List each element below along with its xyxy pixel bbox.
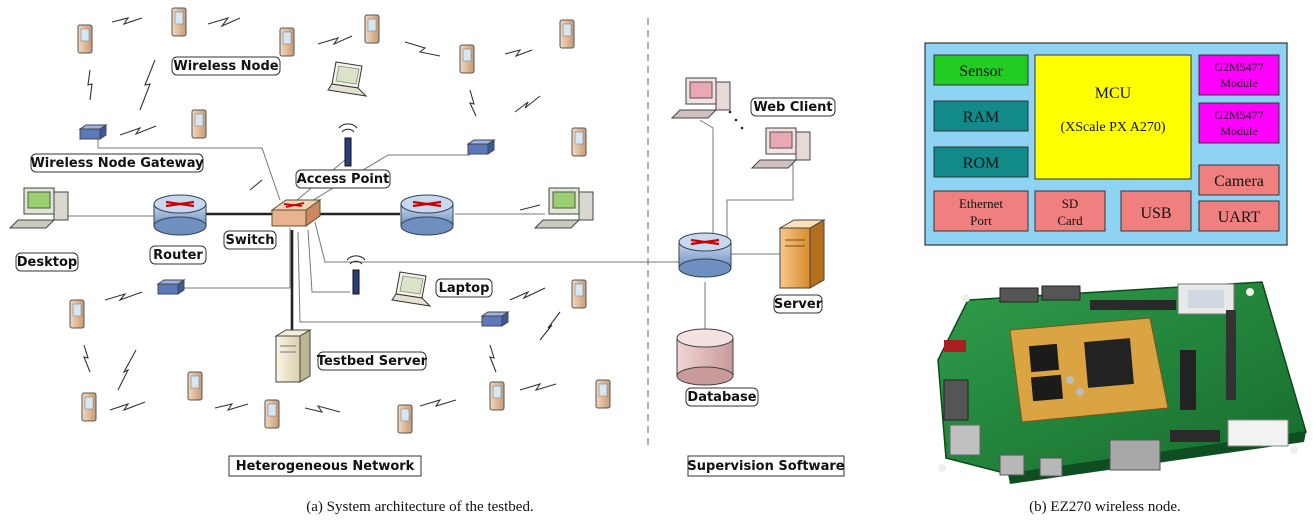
phone-icon	[69, 299, 85, 329]
router-label: Router	[153, 248, 203, 263]
ram-block	[933, 100, 1029, 132]
laptop-icon	[327, 61, 368, 97]
g2m-1-line2: Module	[1220, 76, 1257, 90]
phone-icon	[191, 109, 207, 139]
web-client-label: Web Client	[753, 100, 832, 115]
switch-icon	[270, 199, 322, 227]
phone-icon	[559, 19, 575, 49]
mcu-block	[1034, 54, 1192, 180]
phone-icon	[595, 379, 611, 409]
ethernet-line1: Ethernet	[959, 196, 1003, 211]
wireless-node-label: Wireless Node	[173, 59, 278, 74]
testbed-server-icon	[274, 329, 312, 383]
testbed-server-label: Testbed Server	[317, 354, 428, 369]
phone-icon	[459, 44, 475, 74]
phone-icon	[171, 7, 187, 37]
caption-b: (b) EZ270 wireless node.	[1029, 499, 1181, 515]
laptop-label: Laptop	[439, 281, 490, 296]
ellipsis-dots	[728, 110, 744, 130]
server-icon	[778, 219, 826, 289]
ethernet-block	[933, 190, 1029, 232]
block-diagram: Sensor RAM ROM MCU (XScale PX A270) G2M5…	[924, 42, 1288, 246]
router-icon	[153, 194, 207, 236]
network-labels: Wireless Node Wireless Node Gateway Acce…	[15, 56, 845, 477]
antenna-icon	[346, 255, 366, 295]
desktop-icon	[533, 187, 594, 229]
router-icon	[678, 232, 732, 278]
rom-label: ROM	[963, 155, 999, 172]
gateway-icon	[156, 279, 186, 295]
phone-icon	[397, 404, 413, 434]
phone-icon	[571, 127, 587, 157]
laptop-icon	[391, 271, 432, 307]
mcu-subtitle: (XScale PX A270)	[1061, 120, 1166, 135]
camera-label: Camera	[1214, 173, 1264, 190]
phone-icon	[571, 279, 587, 309]
g2m-1-line1: G2M5477	[1214, 60, 1263, 74]
gateway-icon	[78, 124, 108, 140]
switch-label: Switch	[225, 233, 274, 248]
database-icon	[676, 328, 734, 386]
section-heterogeneous-label: Heterogeneous Network	[236, 459, 415, 474]
phone-icon	[81, 392, 97, 422]
phone-icon	[77, 24, 93, 54]
wired-links	[60, 119, 794, 335]
usb-block	[1120, 190, 1192, 232]
g2m-2-line2: Module	[1220, 124, 1257, 138]
database-label: Database	[687, 390, 756, 405]
phone-icon	[264, 399, 280, 429]
usb-label: USB	[1140, 205, 1171, 222]
sd-line1: SD	[1062, 196, 1079, 211]
server-label: Server	[774, 297, 823, 312]
gateway-icon	[466, 139, 496, 155]
sd-line2: Card	[1057, 213, 1083, 228]
web-client-icon	[750, 127, 811, 169]
ram-label: RAM	[963, 109, 999, 126]
sensor-label: Sensor	[959, 63, 1003, 80]
phone-icon	[489, 381, 505, 411]
phone-icon	[279, 27, 295, 57]
desktop-icon	[8, 187, 69, 229]
g2m-block-1	[1198, 54, 1280, 96]
phone-icon	[364, 14, 380, 44]
wireless-links	[83, 16, 561, 413]
wireless-nodes	[69, 7, 611, 434]
caption-a: (a) System architecture of the testbed.	[306, 499, 533, 515]
uart-label: UART	[1218, 209, 1261, 226]
board-photo	[937, 281, 1307, 484]
gateway-label: Wireless Node Gateway	[30, 156, 204, 171]
ethernet-line2: Port	[970, 213, 992, 228]
uart-block	[1198, 200, 1280, 232]
antenna-icon	[338, 123, 358, 167]
g2m-block-2	[1198, 102, 1280, 144]
section-supervision-label: Supervision Software	[687, 459, 844, 474]
rom-block	[933, 146, 1029, 178]
router-icon	[400, 194, 454, 236]
g2m-2-line1: G2M5477	[1214, 108, 1263, 122]
mcu-title: MCU	[1095, 85, 1132, 102]
access-point-label: Access Point	[297, 172, 390, 187]
sensor-block	[933, 54, 1029, 86]
phone-icon	[187, 371, 203, 401]
sd-block	[1034, 190, 1106, 232]
gateway-icon	[480, 311, 510, 327]
web-client-icon	[670, 77, 731, 119]
camera-block	[1198, 164, 1280, 196]
desktop-label: Desktop	[17, 255, 77, 270]
gateways	[78, 124, 510, 327]
